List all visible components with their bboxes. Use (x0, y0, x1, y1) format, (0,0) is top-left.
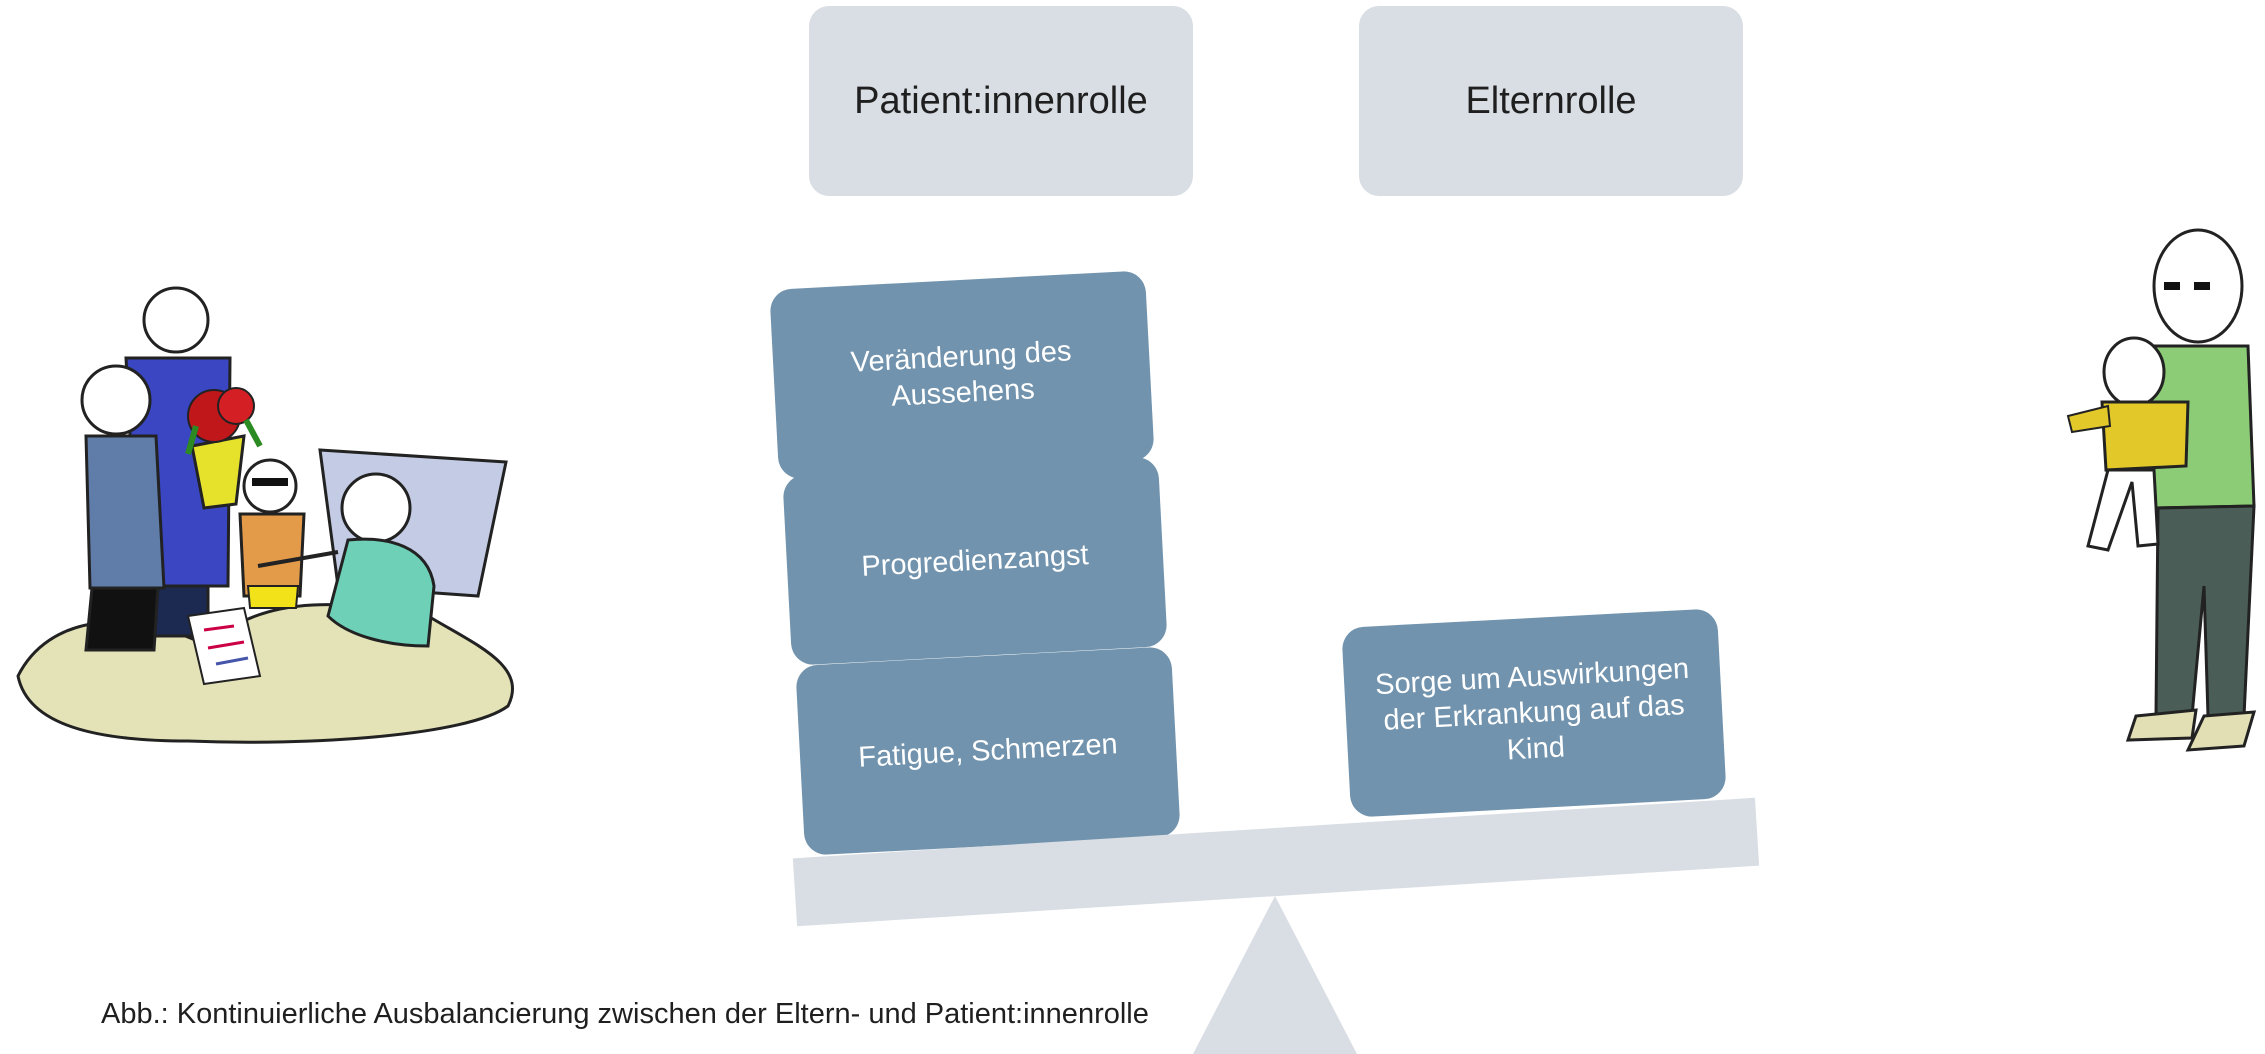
factor-fear-of-progression: Progredienzangst (782, 456, 1168, 666)
family-hospital-bed-illustration (16, 286, 515, 744)
factor-label: Fatigue, Schmerzen (857, 728, 1119, 774)
figure-caption: Abb.: Kontinuierliche Ausbalancierung zw… (101, 998, 1149, 1030)
parent-holding-child-illustration (2066, 228, 2257, 752)
patient-role-label: Patient:innenrolle (854, 79, 1148, 122)
parent-role-header: Elternrolle (1359, 6, 1743, 196)
factor-fatigue-pain: Fatigue, Schmerzen (795, 646, 1181, 856)
patient-role-header: Patient:innenrolle (809, 6, 1193, 196)
scale-fulcrum (1193, 896, 1357, 1054)
factor-label: Progredienzangst (860, 538, 1090, 583)
factor-label: Veränderung des Aussehens (849, 335, 1073, 413)
factor-appearance-change: Veränderung des Aussehens (769, 270, 1155, 480)
factor-label: Sorge um Auswirkungen der Erkrankung auf… (1374, 652, 1690, 767)
parent-role-label: Elternrolle (1465, 79, 1637, 122)
factor-child-worry: Sorge um Auswirkungen der Erkrankung auf… (1341, 608, 1727, 818)
